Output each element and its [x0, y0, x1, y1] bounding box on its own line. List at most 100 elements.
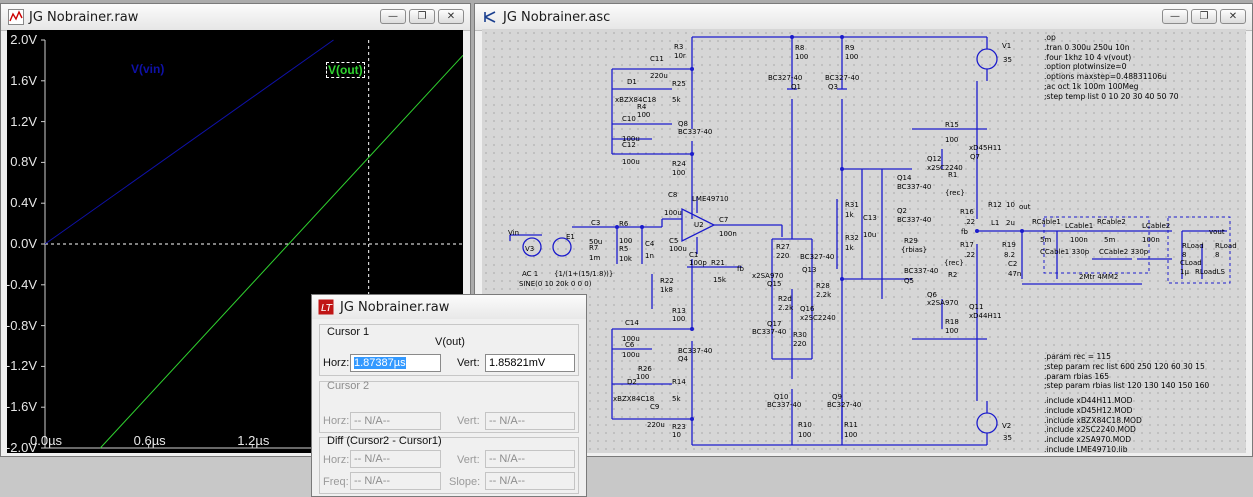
cursor1-horz-field[interactable]: 1.87387µs	[350, 354, 441, 372]
spice-directive-line[interactable]: .four 1khz 10 4 v(vout)	[1044, 52, 1132, 62]
label-r3: R3	[674, 43, 683, 51]
label-c6: C6	[625, 341, 635, 349]
label-q2: Q2	[897, 207, 907, 215]
label-r13: R13	[672, 307, 686, 315]
cursor1-group	[319, 324, 579, 376]
schematic-drawing[interactable]: R3 10r C11 220u D1 xBZX84C18 R25 5k R4 1…	[482, 29, 1246, 453]
spice-directive-line[interactable]: ;ac oct 1k 100m 100Meg	[1044, 81, 1139, 91]
label-c1: C1	[689, 251, 698, 259]
value-r31: 1k	[845, 211, 854, 219]
label-q8: Q8	[678, 120, 688, 128]
cursor-dialog-titlebar[interactable]: LT JG Nobrainer.raw	[312, 295, 586, 319]
waveform-titlebar[interactable]: JG Nobrainer.raw — ❐ ✕	[1, 4, 470, 31]
label-q15: Q15	[767, 280, 781, 288]
diff-slope-field[interactable]: -- N/A--	[485, 472, 575, 490]
value-q11: xD44H11	[969, 312, 1002, 320]
value-r10: 100	[798, 431, 811, 439]
param-directive-line[interactable]: ;step param rec list 600 250 120 60 30 1…	[1044, 361, 1205, 371]
trace-label-vin[interactable]: V(vin)	[131, 62, 165, 76]
label-lcable2: LCable2	[1142, 222, 1170, 230]
include-directive-line[interactable]: .include x2SA970.MOD	[1044, 435, 1132, 445]
value-c11: 220u	[650, 72, 668, 80]
param-directives[interactable]: .param rec = 115;step param rec list 600…	[1044, 352, 1209, 391]
spice-directive-line[interactable]: .option plotwinsize=0	[1044, 62, 1127, 72]
spice-directive-line[interactable]: .options maxstep=0.48831106u	[1044, 72, 1167, 82]
y-tick-label: 2.0V	[10, 32, 37, 47]
value-c3: 50u	[589, 238, 602, 246]
label-c13: C13	[863, 214, 877, 222]
minimize-button[interactable]: —	[1162, 9, 1188, 24]
value-d2: xBZX84C18	[613, 395, 654, 403]
value-r9: 100	[845, 53, 858, 61]
waveform-window-title: JG Nobrainer.raw	[29, 10, 139, 25]
value-c13: 10u	[863, 231, 876, 239]
diff-freq-field[interactable]: -- N/A--	[350, 472, 441, 490]
include-directive-line[interactable]: .include LME49710.lib	[1044, 444, 1128, 453]
include-directives[interactable]: .include xD44H11.MOD.include xD45H12.MOD…	[1044, 396, 1142, 453]
schematic-canvas[interactable]: R3 10r C11 220u D1 xBZX84C18 R25 5k R4 1…	[482, 29, 1246, 453]
label-r25: R25	[672, 80, 686, 88]
label-r17: R17	[960, 241, 974, 249]
value-l1: 2u	[1006, 219, 1015, 227]
value-q10: BC337-40	[767, 401, 801, 409]
diff-freq-label: Freq:	[323, 476, 349, 488]
label-c10: C10	[622, 115, 636, 123]
diff-horz-field[interactable]: -- N/A--	[350, 450, 441, 468]
close-button[interactable]: ✕	[1220, 9, 1246, 24]
label-q1: Q1	[791, 83, 801, 91]
value-q16: x2SC2240	[800, 314, 836, 322]
x-tick-label: 0.6µs	[133, 433, 166, 448]
label-c5: C5	[669, 237, 678, 245]
include-directive-line[interactable]: .include xD45H12.MOD	[1044, 405, 1133, 415]
param-directive-line[interactable]: .param rec = 115	[1044, 352, 1111, 361]
cursor2-horz-field[interactable]: -- N/A--	[350, 412, 441, 430]
cursor2-vert-field[interactable]: -- N/A--	[485, 412, 575, 430]
value-r26: 100	[636, 373, 649, 381]
maximize-button[interactable]: ❐	[1191, 9, 1217, 24]
value-r3: 10r	[674, 52, 686, 60]
y-tick-label: 0.8V	[10, 154, 37, 170]
label-r14: R14	[672, 378, 686, 386]
label-r7: R7	[589, 244, 598, 252]
include-directive-line[interactable]: .include x2SC2240.MOD	[1044, 425, 1136, 435]
label-r22: R22	[660, 277, 674, 285]
cursor1-vert-field[interactable]: 1.85821mV	[485, 354, 575, 372]
schematic-titlebar[interactable]: JG Nobrainer.asc — ❐ ✕	[475, 4, 1252, 31]
label-r15: R15	[945, 121, 959, 129]
label-c7: C7	[719, 216, 728, 224]
y-tick-label: -1.2V	[7, 358, 37, 374]
value-c12: 100u	[622, 158, 640, 166]
value-r13: 100	[672, 315, 685, 323]
spice-directive-line[interactable]: .tran 0 300u 250u 10n	[1044, 42, 1130, 52]
trace-label-vout[interactable]: V(out)	[326, 62, 365, 78]
value-q3: BC327-40	[825, 74, 859, 82]
cursor-dialog[interactable]: LT JG Nobrainer.raw Cursor 1 V(out) Horz…	[311, 294, 587, 497]
include-directive-line[interactable]: .include xD44H11.MOD	[1044, 396, 1133, 405]
label-r1: R1	[948, 171, 957, 179]
param-directive-line[interactable]: .param rbias 165	[1044, 371, 1110, 381]
label-d2: D2	[627, 378, 637, 386]
cursor2-group	[319, 381, 579, 433]
diff-vert-field[interactable]: -- N/A--	[485, 450, 575, 468]
spice-directive-line[interactable]: .op	[1044, 33, 1056, 42]
maximize-button[interactable]: ❐	[409, 9, 435, 24]
value-q7: xD45H11	[969, 144, 1002, 152]
value-q13: BC327-40	[800, 253, 834, 261]
waveform-chart[interactable]	[7, 30, 463, 453]
cursor1-horz-label: Horz:	[323, 357, 350, 369]
label-sine: SINE(0 10 20k 0 0 0)	[519, 280, 592, 288]
label-v3: V3	[525, 245, 534, 253]
label-c9: C9	[650, 403, 659, 411]
label-r4: R4	[637, 103, 647, 111]
svg-text:LT: LT	[321, 303, 333, 314]
label-d1: D1	[627, 78, 637, 86]
value-r28: 2.2k	[816, 291, 832, 299]
include-directive-line[interactable]: .include xBZX84C18.MOD	[1044, 415, 1142, 425]
spice-directives[interactable]: .op.tran 0 300u 250u 10n.four 1khz 10 4 …	[1044, 33, 1179, 102]
value-r2d: 2.2k	[778, 304, 794, 312]
y-tick-label: -0.8V	[7, 317, 37, 333]
param-directive-line[interactable]: ;step param rbias list 120 130 140 150 1…	[1044, 381, 1210, 391]
minimize-button[interactable]: —	[380, 9, 406, 24]
spice-directive-line[interactable]: ;step temp list 0 10 20 30 40 50 70	[1044, 91, 1179, 101]
close-button[interactable]: ✕	[438, 9, 464, 24]
